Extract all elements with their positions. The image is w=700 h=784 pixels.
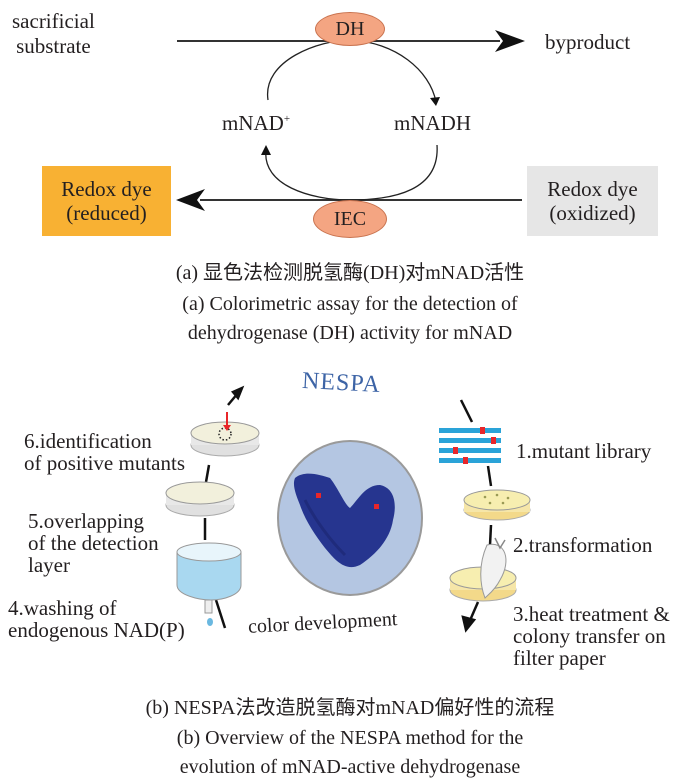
caption-b-chinese: (b) NESPA法改造脱氢酶对mNAD偏好性的流程	[145, 697, 555, 719]
iec-enzyme-label: IEC	[333, 207, 367, 230]
dh-enzyme-label: DH	[335, 17, 365, 40]
dh-enzyme-node: DH	[315, 12, 385, 46]
caption-b-english-line1: (b) Overview of the NESPA method for the	[176, 727, 524, 749]
mnad-text: mNAD	[222, 111, 284, 135]
flow-line-left	[203, 385, 245, 629]
flow-line-right	[459, 399, 493, 633]
mnadh-label: mNADH	[394, 111, 471, 135]
byproduct-label: byproduct	[545, 30, 631, 54]
caption-a-english-line2: dehydrogenase (DH) activity for mNAD	[187, 322, 513, 344]
mnad-charge: +	[283, 113, 291, 125]
nespa-title: NESPA	[301, 367, 382, 399]
protein-structure-illustration	[277, 440, 423, 596]
iec-enzyme-node: IEC	[313, 200, 387, 238]
redox-dye-oxidized-box: Redox dye (oxidized)	[527, 166, 658, 236]
mutation-site	[374, 504, 379, 509]
washing-funnel-icon	[176, 542, 242, 626]
identification-plate-icon	[190, 412, 260, 457]
redox-dye-reduced-box: Redox dye (reduced)	[42, 166, 171, 236]
transformation-plate-icon	[463, 489, 531, 521]
filter-paper-plate-icon	[449, 537, 517, 602]
dna-mutant-library-icon	[439, 427, 501, 464]
mnad-plus-label: mNAD+	[222, 111, 291, 135]
sacrificial-substrate-label: sacrificial substrate	[12, 9, 95, 59]
caption-a-english-line1: (a) Colorimetric assay for the detection…	[182, 293, 518, 315]
step-1-label: 1.mutant library	[516, 439, 652, 463]
mutation-site	[316, 493, 321, 498]
step-5-label: 5.overlapping of the detection layer	[28, 509, 159, 578]
caption-b-english-line2: evolution of mNAD-active dehydrogenase	[179, 756, 521, 778]
detection-layer-plate-icon	[165, 481, 235, 517]
step-4-label: 4.washing of endogenous NAD(P)	[8, 596, 185, 643]
caption-a-chinese: (a) 显色法检测脱氢酶(DH)对mNAD活性	[175, 262, 525, 284]
step-2-label: 2.transformation	[513, 533, 653, 557]
step-6-label: 6.identification of positive mutants	[24, 429, 185, 476]
step-3-label: 3.heat treatment & colony transfer on fi…	[513, 602, 670, 671]
